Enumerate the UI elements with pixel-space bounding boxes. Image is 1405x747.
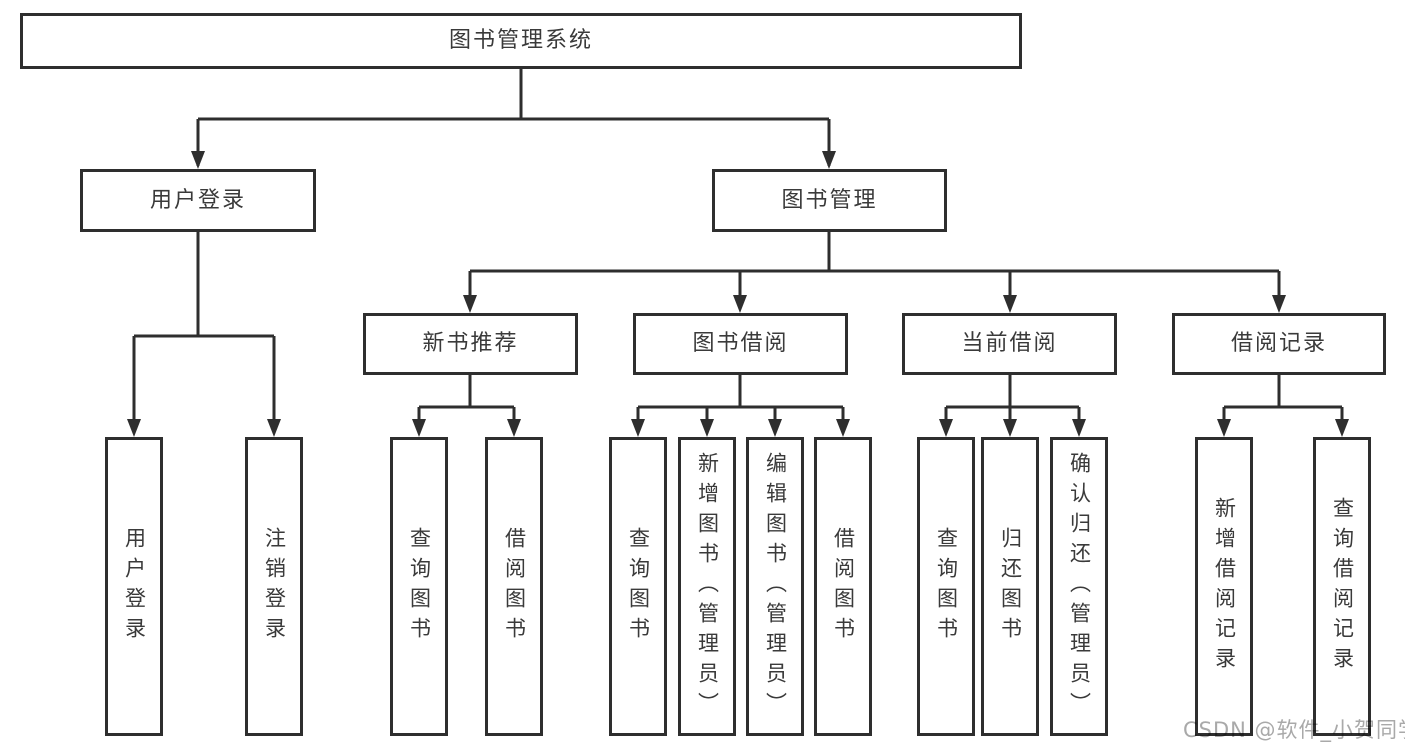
node-label: 新书推荐 [422,331,519,356]
csdn-watermark: CSDN @软件_小贺同学 [1183,718,1405,742]
node-label: 用户登录 [122,526,147,647]
leaf-logout: 注销登录 [245,437,303,736]
leaf-add-borrow-record: 新增借阅记录 [1195,437,1253,736]
node-borrow-records: 借阅记录 [1172,313,1386,375]
node-user-login: 用户登录 [80,169,316,232]
leaf-confirm-return-admin: 确认归还（管理员） [1050,437,1108,736]
node-label: 查询借阅记录 [1330,496,1355,677]
node-label: 图书借阅 [692,331,789,356]
node-book-management: 图书管理 [712,169,947,232]
leaf-return-book: 归还图书 [981,437,1039,736]
node-label: 借阅图书 [831,526,856,647]
node-label: 借阅记录 [1230,331,1327,356]
node-book-borrow: 图书借阅 [633,313,848,375]
node-new-book-recommend: 新书推荐 [363,313,578,375]
node-label: 查询图书 [626,526,651,647]
leaf-query-book-2: 查询图书 [609,437,667,736]
leaf-borrow-book-1: 借阅图书 [485,437,543,736]
node-label: 用户登录 [149,187,246,213]
leaf-query-borrow-record: 查询借阅记录 [1313,437,1371,736]
leaf-edit-book-admin: 编辑图书（管理员） [746,437,804,736]
node-label: 编辑图书（管理员） [763,451,788,722]
node-current-borrow: 当前借阅 [902,313,1117,375]
node-label: 图书管理系统 [448,28,593,53]
leaf-query-book-1: 查询图书 [390,437,448,736]
node-label: 图书管理 [781,187,878,213]
node-label: 新增借阅记录 [1212,496,1237,677]
leaf-add-book-admin: 新增图书（管理员） [678,437,736,736]
node-root-system: 图书管理系统 [20,13,1022,69]
node-label: 归还图书 [998,526,1023,647]
node-label: 查询图书 [407,526,432,647]
leaf-user-login: 用户登录 [105,437,163,736]
node-label: 确认归还（管理员） [1067,451,1092,722]
leaf-query-book-3: 查询图书 [917,437,975,736]
node-label: 查询图书 [934,526,959,647]
node-label: 新增图书（管理员） [695,451,720,722]
node-label: 当前借阅 [961,331,1058,356]
node-label: 借阅图书 [502,526,527,647]
node-label: 注销登录 [262,526,287,647]
leaf-borrow-book-2: 借阅图书 [814,437,872,736]
